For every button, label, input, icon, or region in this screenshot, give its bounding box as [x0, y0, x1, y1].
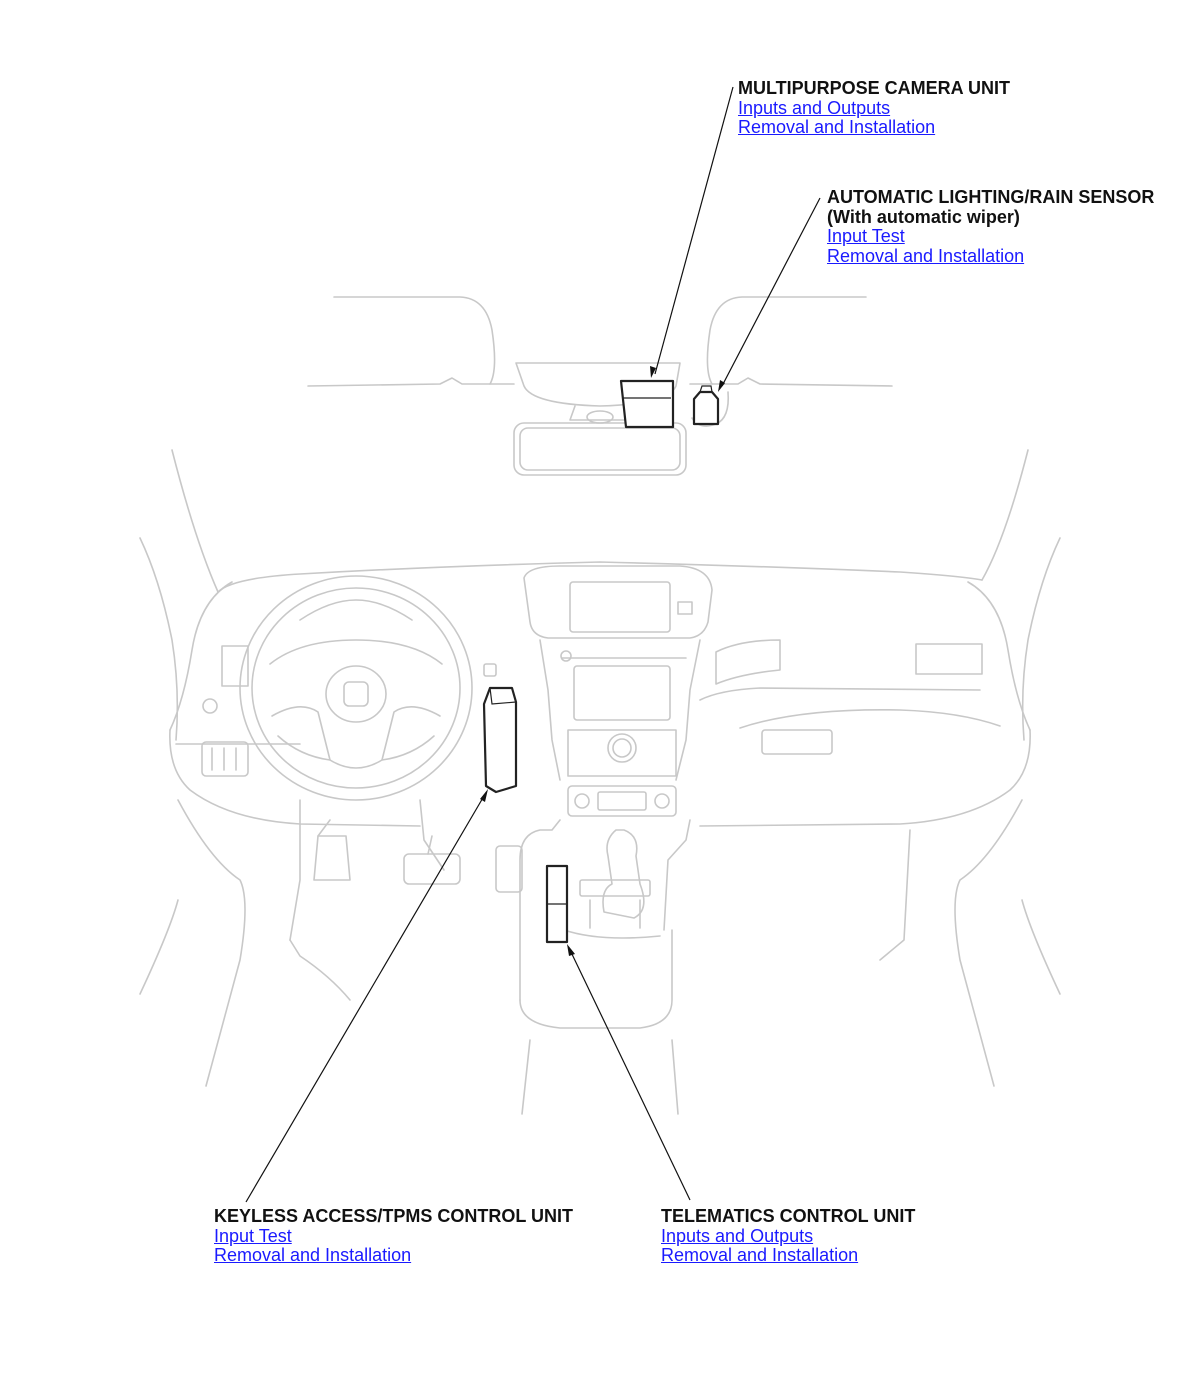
body-pillars — [139, 449, 1061, 741]
callout-telematics-control-unit: TELEMATICS CONTROL UNIT Inputs and Outpu… — [661, 1206, 916, 1266]
leader-lines — [245, 86, 821, 1203]
floor-lines — [139, 799, 1061, 1087]
link-removal-and-installation[interactable]: Removal and Installation — [827, 245, 1025, 266]
pedals — [313, 819, 523, 893]
center-console — [519, 819, 691, 1115]
callout-title: MULTIPURPOSE CAMERA UNIT — [738, 78, 1010, 98]
arrow-sensor — [718, 380, 725, 392]
callout-automatic-lighting-rain-sensor: AUTOMATIC LIGHTING/RAIN SENSOR (With aut… — [827, 187, 1155, 266]
callout-title: KEYLESS ACCESS/TPMS CONTROL UNIT — [214, 1206, 574, 1226]
link-input-test[interactable]: Input Test — [214, 1225, 292, 1246]
callout-subtitle: (With automatic wiper) — [827, 206, 1020, 227]
steering-wheel — [239, 575, 473, 801]
center-stack — [523, 565, 713, 817]
link-input-test[interactable]: Input Test — [827, 226, 905, 246]
callout-multipurpose-camera-unit: MULTIPURPOSE CAMERA UNIT Inputs and Outp… — [738, 78, 1010, 138]
link-removal-and-installation[interactable]: Removal and Installation — [661, 1245, 859, 1265]
roof-outline — [307, 296, 893, 387]
rain-sensor — [692, 385, 720, 426]
callout-title: AUTOMATIC LIGHTING/RAIN SENSOR — [827, 187, 1155, 207]
steering-column — [289, 663, 497, 941]
telematics-control-unit — [545, 864, 569, 944]
link-inputs-and-outputs[interactable]: Inputs and Outputs — [738, 97, 891, 118]
link-inputs-and-outputs[interactable]: Inputs and Outputs — [661, 1225, 814, 1246]
callout-title: TELEMATICS CONTROL UNIT — [661, 1206, 916, 1226]
arrow-keyless — [480, 789, 488, 802]
arrow-telematics — [567, 944, 575, 956]
rearview-mirror — [513, 422, 687, 476]
dashboard — [169, 561, 1031, 827]
link-removal-and-installation[interactable]: Removal and Installation — [738, 117, 936, 137]
multipurpose-camera-unit — [619, 379, 675, 429]
callout-keyless-access-tpms-control-unit: KEYLESS ACCESS/TPMS CONTROL UNIT Input T… — [214, 1206, 574, 1266]
keyless-access-control-unit — [482, 686, 518, 794]
arrow-camera — [650, 366, 656, 378]
link-removal-and-installation[interactable]: Removal and Installation — [214, 1245, 412, 1265]
